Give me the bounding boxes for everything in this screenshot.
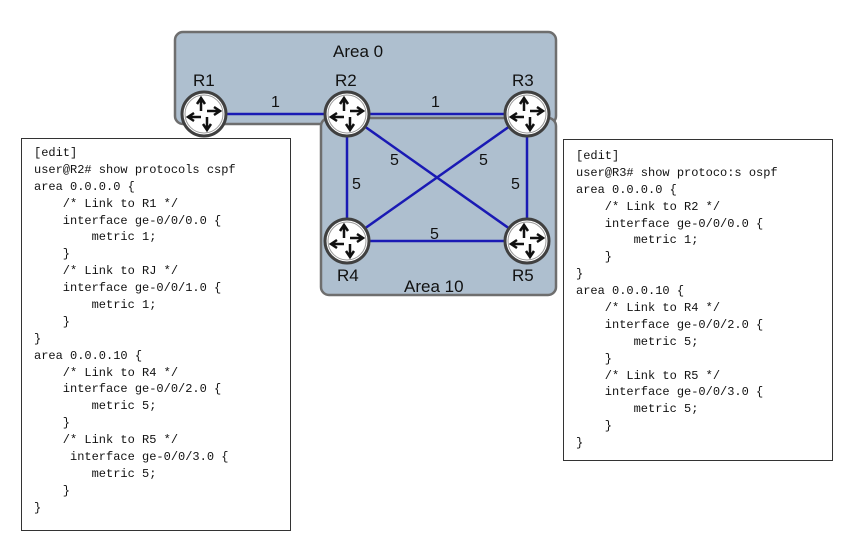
config-line: metric 5; [34, 399, 157, 414]
metric-r2-r5: 5 [390, 152, 399, 169]
config-line: } [576, 267, 584, 282]
config-line: area 0.0.0.10 { [34, 348, 143, 363]
router-r1: R1 [180, 71, 228, 138]
router-label: R4 [337, 266, 359, 285]
config-line: interface ge-0/0/0.0 { [576, 216, 764, 231]
config-line: /* Link to R4 */ [576, 301, 721, 316]
config-line: } [576, 250, 613, 265]
router-icon [503, 90, 551, 138]
r2-config-panel: [edit] user@R2# show protocols cspf area 0… [21, 138, 291, 531]
area-0-label: Area 0 [333, 42, 383, 61]
metric-r3-r5: 5 [511, 176, 520, 193]
config-line: interface ge-0/0/2.0 { [34, 382, 222, 397]
config-line: } [34, 500, 42, 515]
config-line: metric 1; [34, 230, 157, 245]
metric-r2-r3: 1 [431, 94, 440, 111]
area-10-label: Area 10 [404, 277, 464, 296]
config-line: [edit] [576, 149, 620, 163]
config-line: } [34, 483, 71, 498]
router-label: R3 [512, 71, 534, 90]
router-label: R1 [193, 71, 215, 90]
config-line: area 0.0.0.0 { [34, 179, 135, 194]
router-label: R2 [335, 71, 357, 90]
router-r3: R3 [503, 71, 551, 138]
router-icon [180, 90, 228, 138]
link-r3-r4 [346, 112, 528, 243]
config-line: } [34, 247, 71, 262]
metric-r1-r2: 1 [271, 94, 280, 111]
config-line: metric 5; [576, 334, 699, 349]
config-line: } [576, 436, 584, 451]
config-line: } [34, 331, 42, 346]
config-line: metric 5; [576, 402, 699, 417]
metric-r3-r4: 5 [479, 152, 488, 169]
config-line: } [34, 314, 71, 329]
r3-config-panel: [edit] user@R3# show protoco:s ospf area 0… [563, 139, 833, 461]
router-r4: R4 [323, 217, 371, 285]
config-line: area 0.0.0.10 { [576, 284, 685, 299]
config-line: interface ge-0/0/3.0 { [34, 450, 229, 465]
config-line: metric 1; [34, 298, 157, 313]
metric-r2-r4: 5 [352, 176, 361, 193]
config-line: /* Link to R4 */ [34, 365, 179, 380]
router-icon [503, 217, 551, 265]
metric-r4-r5: 5 [430, 226, 439, 243]
config-line: /* Link to R5 */ [576, 368, 721, 383]
area-10-region [319, 116, 558, 297]
config-line: /* Link to R5 */ [34, 433, 179, 448]
router-icon [323, 90, 371, 138]
config-line: metric 5; [34, 466, 157, 481]
config-line: } [34, 416, 71, 431]
config-line: /* Link to RJ */ [34, 264, 179, 279]
config-line: /* Link to R2 */ [576, 199, 721, 214]
config-line: interface ge-0/0/2.0 { [576, 317, 764, 332]
config-line: } [576, 419, 613, 434]
config-line: area 0.0.0.0 { [576, 182, 677, 197]
config-line: interface ge-0/0/3.0 { [576, 385, 764, 400]
config-line: /* Link to R1 */ [34, 196, 179, 211]
config-line: metric 1; [576, 233, 699, 248]
router-label: R5 [512, 266, 534, 285]
router-r2: R2 [323, 71, 371, 138]
config-line: user@R3# show protoco:s ospf [576, 165, 778, 180]
config-line: interface ge-0/0/1.0 { [34, 281, 222, 296]
config-line: interface ge-0/0/0.0 { [34, 213, 222, 228]
config-line: user@R2# show protocols cspf [34, 162, 236, 177]
router-r5: R5 [503, 217, 551, 285]
config-line: } [576, 351, 613, 366]
config-line: [edit] [34, 146, 78, 160]
router-icon [323, 217, 371, 265]
